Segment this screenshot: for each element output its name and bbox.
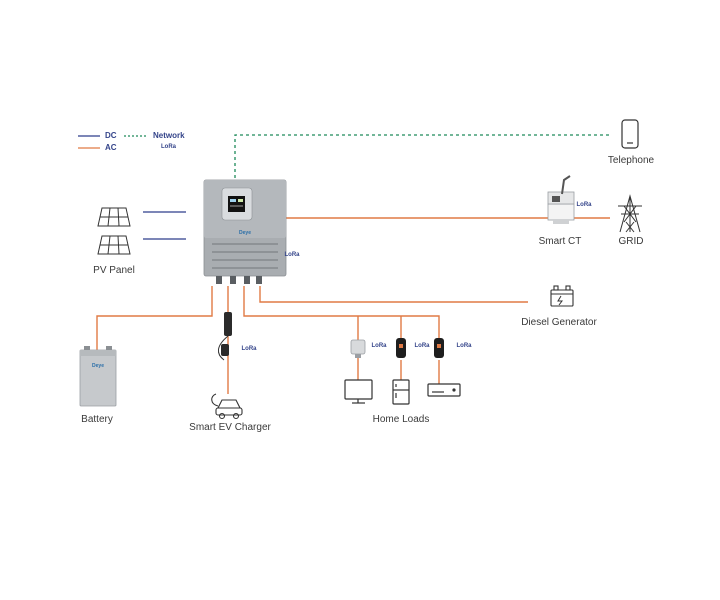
fridge-icon: [392, 379, 410, 405]
grid-label: GRID: [618, 236, 644, 247]
legend-network-label: Network: [153, 131, 185, 140]
pv-panel-icon: [97, 207, 131, 255]
inverter-display: [228, 196, 245, 212]
grid-pylon-icon: [618, 194, 642, 233]
pv-panel-2: [97, 235, 131, 255]
load2-lora-icon: LoRa: [414, 343, 430, 349]
battery-line: [96, 286, 213, 350]
air-conditioner-icon: [427, 383, 461, 397]
inverter-brand: Deye: [239, 230, 251, 236]
legend-lora-label: LoRa: [161, 144, 176, 150]
diesel-line: [259, 286, 528, 303]
load1-lora-icon: LoRa: [371, 343, 387, 349]
home-loads-label: Home Loads: [372, 414, 430, 425]
smart-plug-3: [434, 338, 444, 358]
ev-car-icon: [211, 393, 243, 420]
load3-lora-icon: LoRa: [456, 343, 472, 349]
tv-icon: [344, 379, 373, 404]
legend: [78, 135, 148, 149]
battery-label: Battery: [81, 414, 113, 425]
inverter-lora-icon: LoRa: [284, 252, 300, 258]
battery-icon: [79, 346, 117, 407]
diesel-generator-label: Diesel Generator: [521, 317, 597, 328]
ev-charger-icon: [218, 312, 232, 361]
smart-plug-2: [396, 338, 406, 358]
inverter: [203, 179, 287, 284]
smart-ct-icon: [547, 175, 575, 224]
smart-plug-1: [350, 339, 366, 358]
home-loads-line: [243, 286, 440, 338]
ac-wiring: [96, 217, 610, 394]
diesel-generator-icon: [550, 285, 574, 307]
pv-panel-1: [97, 207, 131, 227]
battery-brand: Deye: [92, 363, 104, 369]
telephone-label: Telephone: [607, 155, 655, 166]
smart-ev-charger-label: Smart EV Charger: [189, 422, 271, 433]
smart-ct-lora-icon: LoRa: [576, 202, 592, 208]
legend-ac-label: AC: [105, 143, 117, 152]
legend-dc-label: DC: [105, 131, 117, 140]
telephone-icon: [621, 119, 639, 149]
network-link: [234, 134, 610, 178]
ev-charger-lora-icon: LoRa: [241, 346, 257, 352]
smart-ct-label: Smart CT: [538, 236, 582, 247]
pv-panel-label: PV Panel: [93, 265, 135, 276]
